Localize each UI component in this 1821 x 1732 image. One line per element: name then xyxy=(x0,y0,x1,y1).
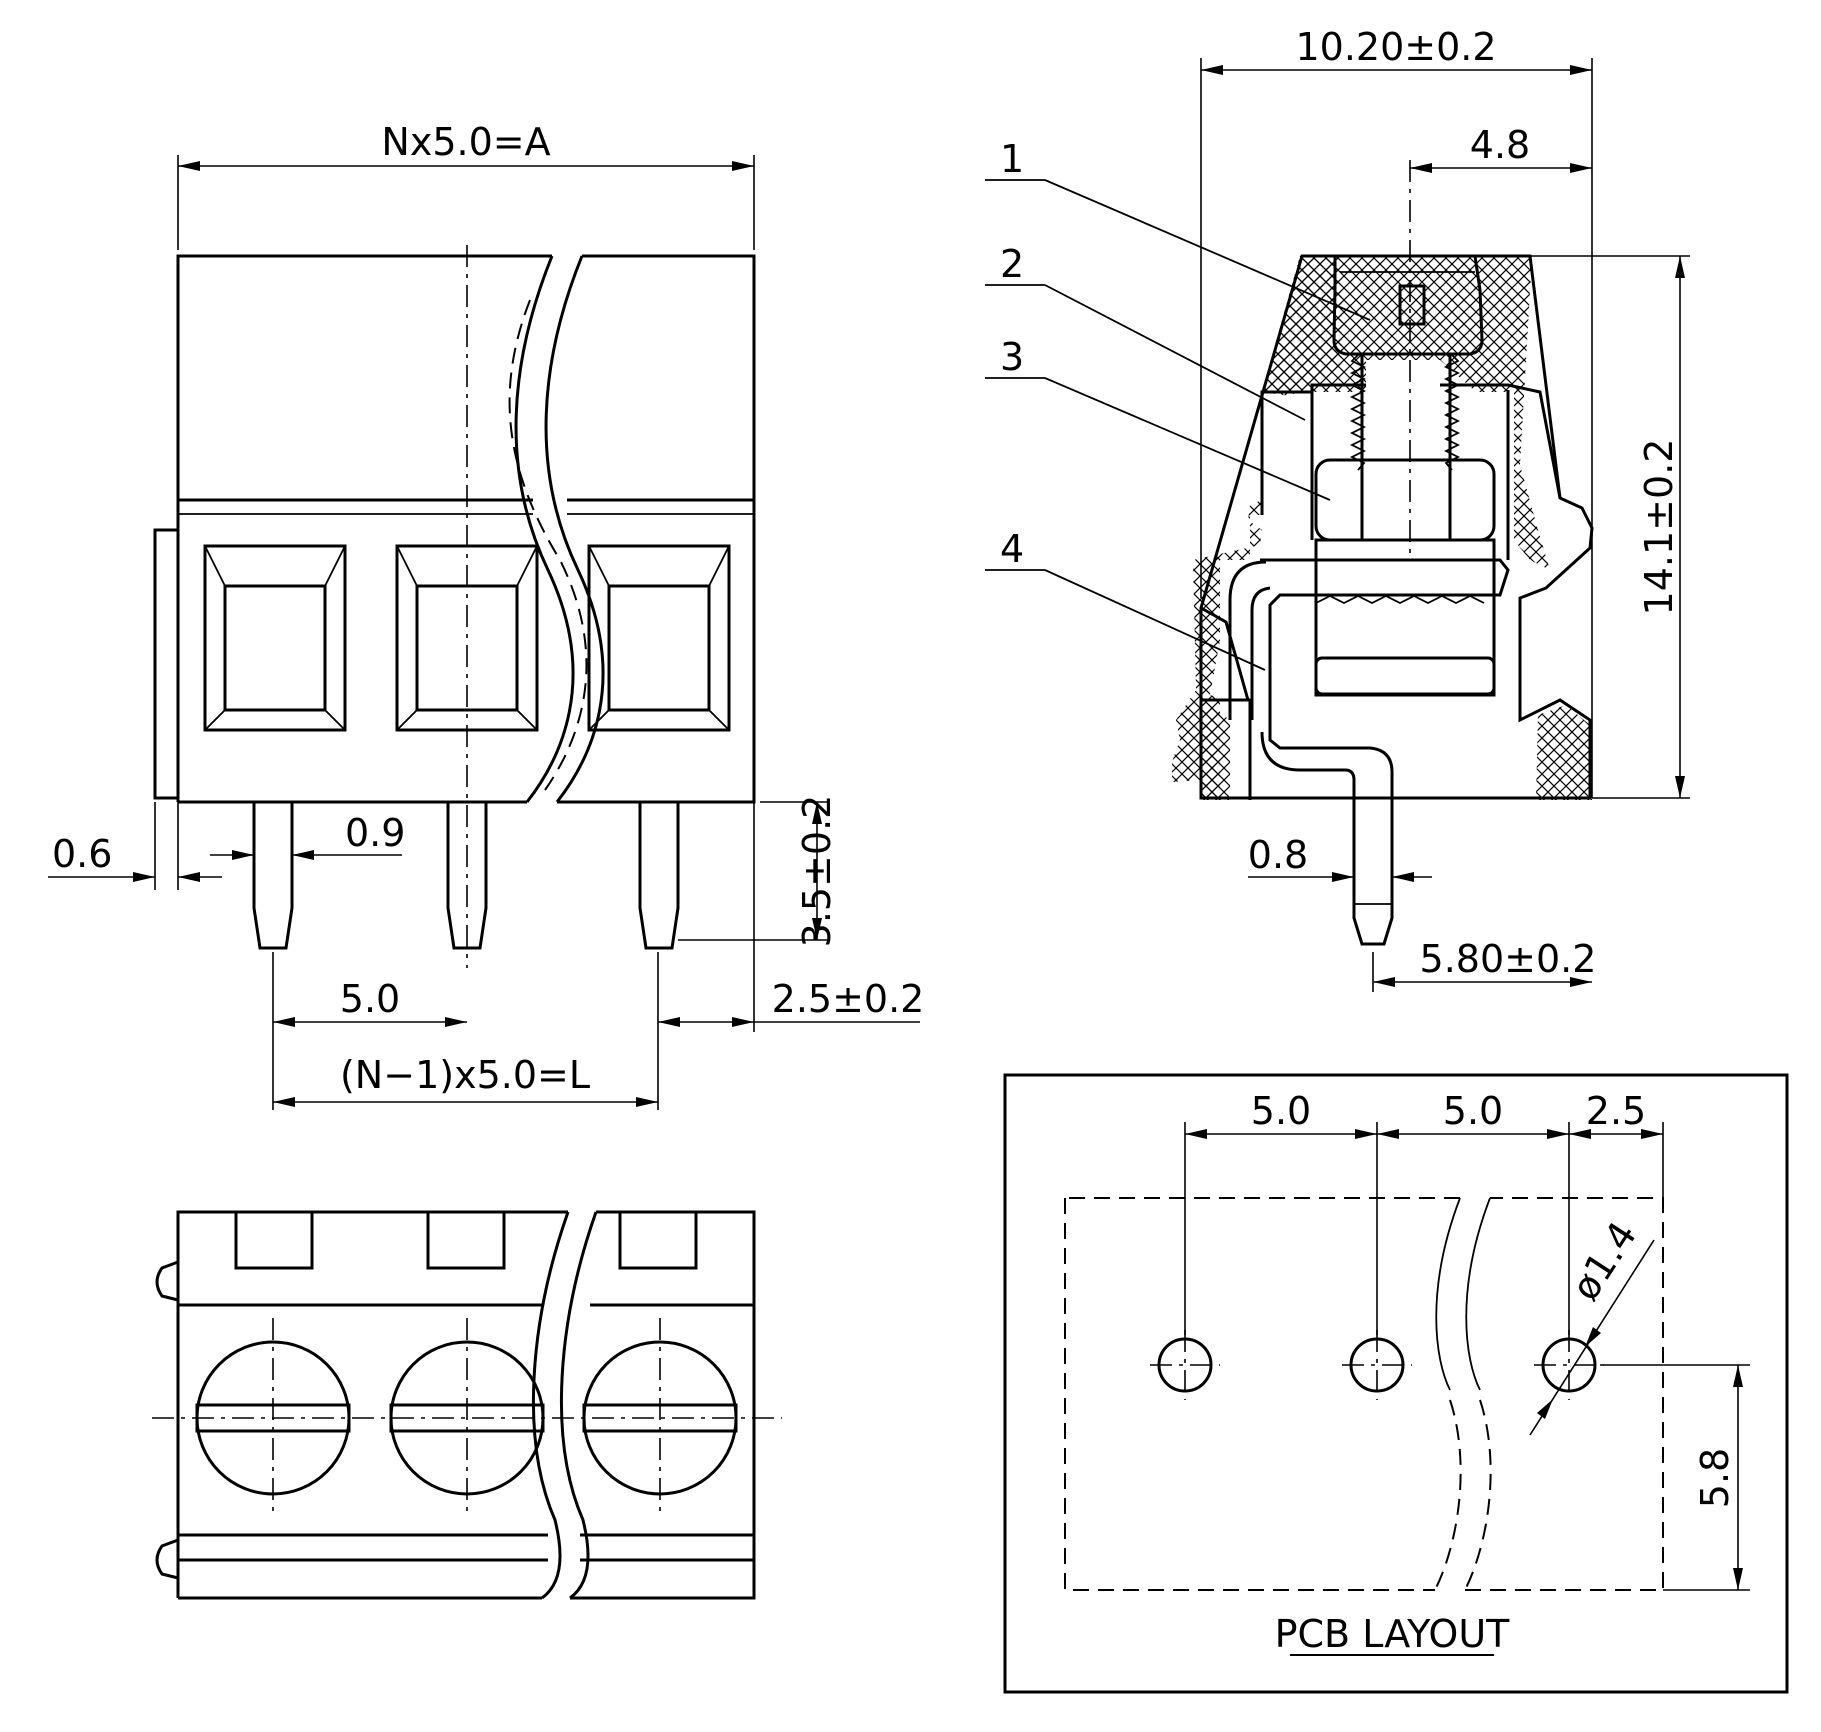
depth-label: 10.20±0.2 xyxy=(1295,25,1496,69)
pin-offset-label: 0.6 xyxy=(52,832,112,876)
pins xyxy=(252,802,680,950)
edge-offset-label: 2.5±0.2 xyxy=(772,977,925,1021)
pcb-layout: 5.0 5.0 2.5 ø1.4 5.8 PCB LAYOUT xyxy=(1003,1073,1789,1694)
pcb-row-offset-label: 5.8 xyxy=(1693,1448,1737,1508)
callout-4: 4 xyxy=(1000,527,1024,571)
callout-2: 2 xyxy=(1000,242,1024,286)
side-pin-offset-label: 5.80±0.2 xyxy=(1420,937,1597,981)
front-width-label: Nx5.0=A xyxy=(381,120,550,164)
pcb-layout-title: PCB LAYOUT xyxy=(1275,1612,1511,1656)
pcb-pitch1-label: 5.0 xyxy=(1251,1089,1311,1133)
pcb-edge-label: 2.5 xyxy=(1586,1089,1646,1133)
top-view xyxy=(152,1210,782,1600)
screw-offset-label: 4.8 xyxy=(1470,123,1530,167)
pcb-pitch2-label: 5.0 xyxy=(1443,1089,1503,1133)
window-1 xyxy=(203,544,347,732)
window-3 xyxy=(587,544,731,732)
callout-1: 1 xyxy=(1000,137,1024,181)
side-pin-width-label: 0.8 xyxy=(1248,833,1308,877)
height-label: 14.1±0.2 xyxy=(1637,439,1681,616)
pitch-label: 5.0 xyxy=(340,977,400,1021)
callout-3: 3 xyxy=(1000,335,1024,379)
pin-length-label: 3.5±0.2 xyxy=(795,795,839,948)
side-view: 1 2 3 4 10.20±0.2 4.8 14.1±0.2 0.8 xyxy=(985,25,1690,992)
pin-width-label: 0.9 xyxy=(345,811,405,855)
pcb-hole-label: ø1.4 xyxy=(1563,1214,1645,1308)
front-view: Nx5.0=A 0.6 0.9 3.5±0.2 5.0 xyxy=(48,120,924,1110)
total-pitch-label: (N−1)x5.0=L xyxy=(340,1053,590,1097)
